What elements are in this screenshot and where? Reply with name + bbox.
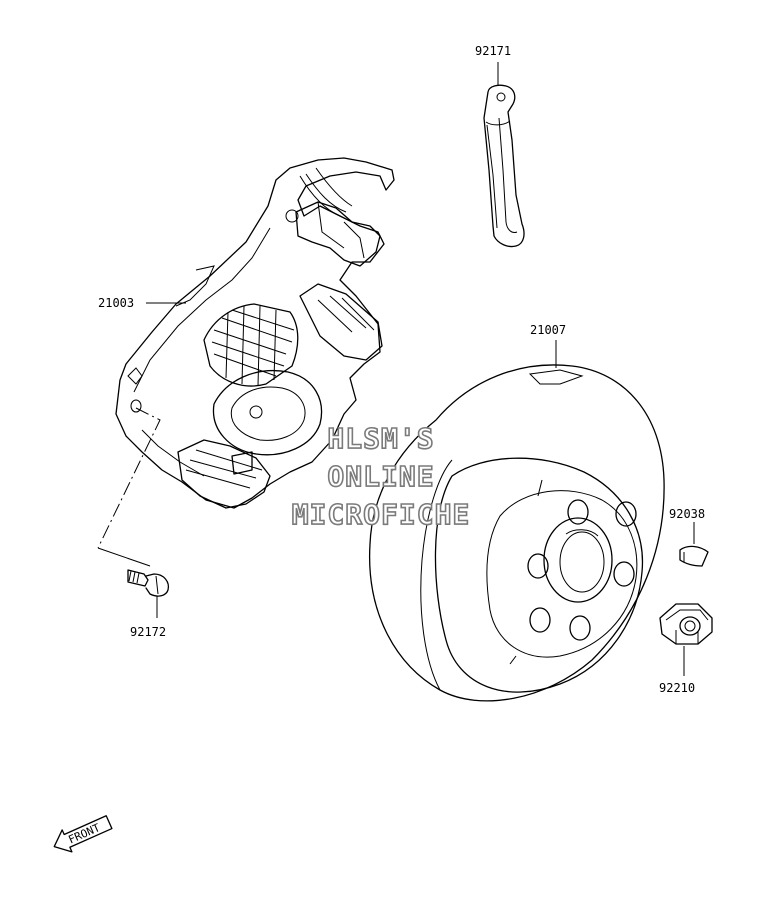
watermark-line2: ONLINE — [327, 460, 434, 493]
woodruff-key-icon[interactable] — [679, 545, 709, 567]
part-label-92038[interactable]: 92038 — [669, 507, 705, 521]
front-label: FRONT — [66, 821, 102, 846]
part-label-92210[interactable]: 92210 — [659, 681, 695, 695]
wire-clamp-icon[interactable] — [483, 84, 525, 248]
watermark-line3: MICROFICHE — [292, 498, 471, 531]
flywheel-rotor-icon[interactable] — [368, 364, 665, 702]
part-label-92172[interactable]: 92172 — [130, 625, 166, 639]
alignment-tick — [97, 547, 151, 567]
front-arrow-icon: FRONT — [53, 815, 113, 853]
alignment-line — [97, 407, 161, 549]
part-label-21003[interactable]: 21003 — [98, 296, 134, 310]
flange-nut-icon[interactable] — [659, 603, 713, 645]
part-label-21007[interactable]: 21007 — [530, 323, 566, 337]
part-label-92171[interactable]: 92171 — [475, 44, 511, 58]
screw-icon[interactable] — [127, 569, 170, 597]
watermark-line1: HLSM'S — [327, 422, 434, 455]
stator-assembly-icon[interactable] — [115, 157, 395, 509]
watermark: HLSM'S ONLINE MICROFICHE — [291, 421, 471, 532]
